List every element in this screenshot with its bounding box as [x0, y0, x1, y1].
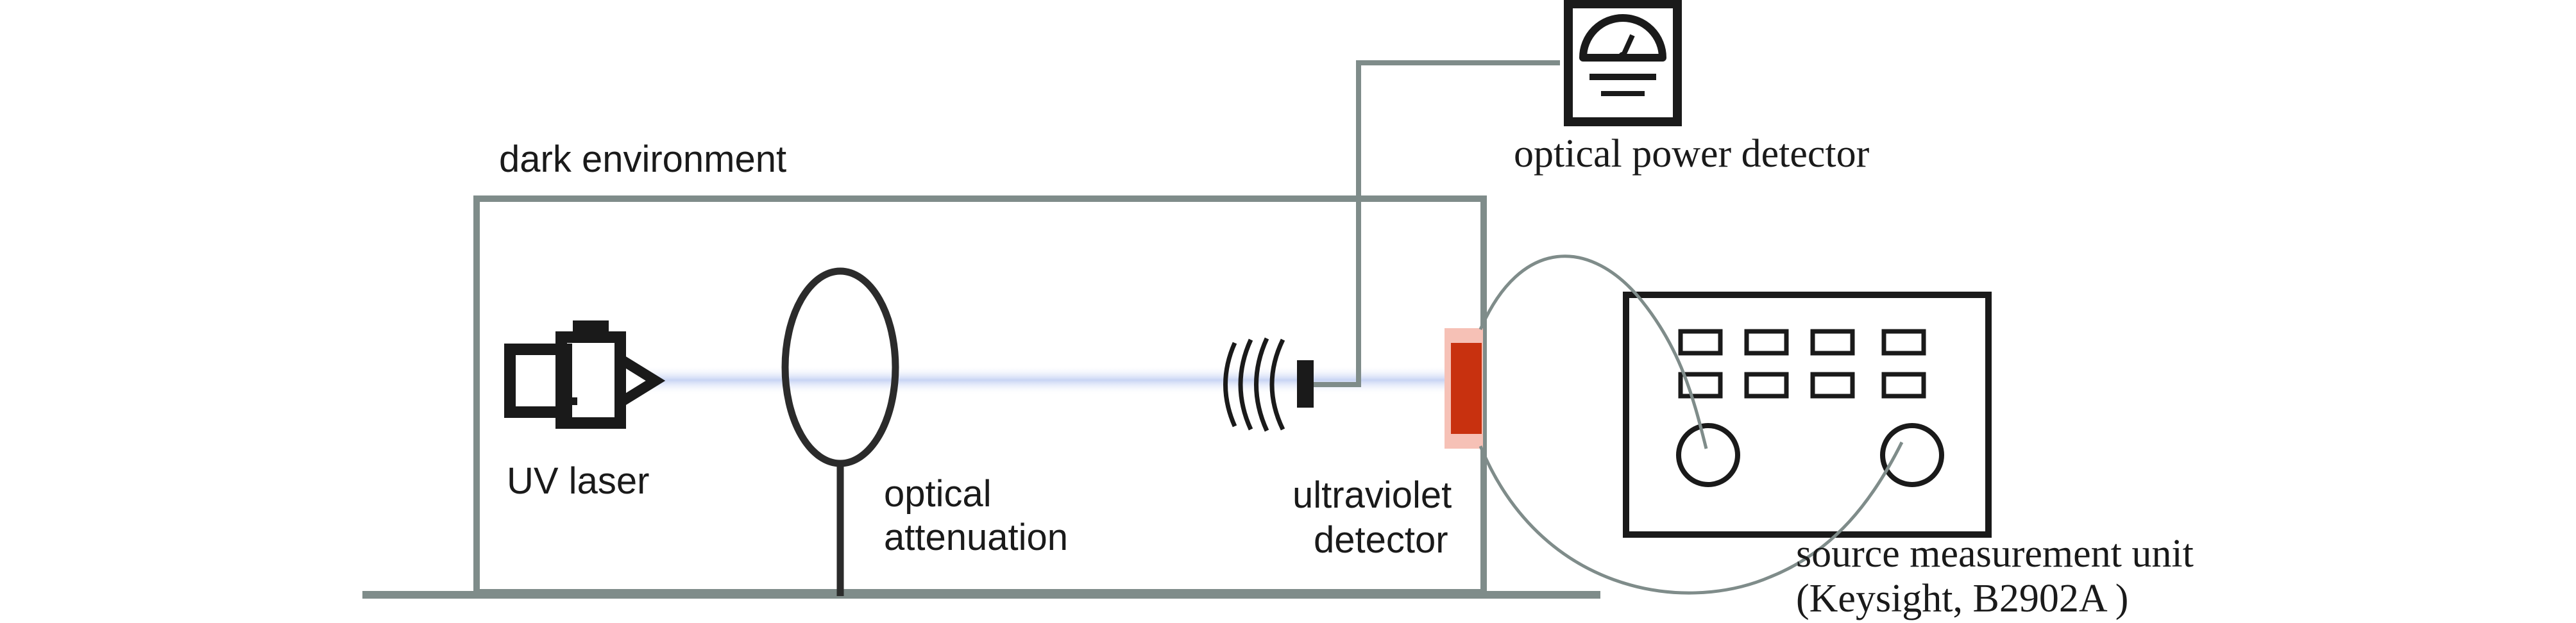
- optical-attenuator-icon: [781, 267, 899, 596]
- smu-wire-bottom: [1479, 441, 1904, 595]
- label-ultraviolet-detector-line2: detector: [1314, 519, 1448, 561]
- label-dark-environment: dark environment: [499, 138, 786, 180]
- label-smu-model: (Keysight, B2902A ): [1796, 577, 2128, 620]
- power-detector-probe-icon: [1223, 337, 1314, 432]
- label-optical-attenuation-line1: optical: [884, 473, 992, 515]
- source-measurement-unit-icon: [1623, 292, 1992, 538]
- label-optical-power-detector: optical power detector: [1514, 132, 1870, 176]
- label-ultraviolet-detector-line1: ultraviolet: [1292, 474, 1452, 516]
- uv-beam: [648, 365, 1456, 395]
- dark-environment-enclosure: [473, 195, 1487, 595]
- uv-laser-icon: [504, 320, 666, 429]
- label-optical-attenuation-line2: attenuation: [884, 517, 1068, 558]
- label-uv-laser: UV laser: [507, 460, 649, 502]
- power-meter-cable: [1314, 60, 1560, 387]
- ultraviolet-detector-icon: [1445, 328, 1483, 449]
- smu-port-left: [1676, 423, 1740, 487]
- label-source-measurement-unit: source measurement unit: [1796, 532, 2194, 576]
- smu-wire-top: [1479, 254, 1708, 449]
- smu-port-right: [1880, 423, 1944, 487]
- power-meter-gauge-icon: [1564, 0, 1682, 126]
